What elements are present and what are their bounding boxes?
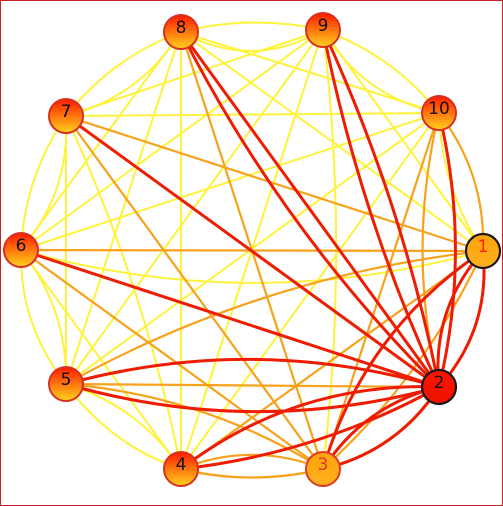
node-2-label: 2 bbox=[434, 373, 445, 393]
node-2[interactable]: 2 bbox=[420, 368, 458, 406]
edge-3-5 bbox=[64, 382, 325, 471]
edge-1-6 bbox=[20, 249, 484, 284]
node-3-circle[interactable] bbox=[305, 451, 341, 487]
edge-3-9 bbox=[322, 29, 338, 470]
node-4-label: 4 bbox=[176, 455, 187, 475]
edge-8-9 bbox=[180, 21, 324, 33]
node-5[interactable]: 5 bbox=[48, 366, 84, 402]
node-7[interactable]: 7 bbox=[48, 98, 84, 134]
nodes-layer: 1 2 3 4 5 6 7 8 9 10 bbox=[3, 12, 502, 487]
node-7-label: 7 bbox=[61, 102, 72, 122]
edge-5-6 bbox=[19, 249, 67, 385]
edge-2-8 bbox=[179, 30, 441, 389]
node-6-circle[interactable] bbox=[3, 232, 39, 268]
edge-2-7 bbox=[64, 114, 441, 389]
edge-7-8 bbox=[65, 31, 182, 117]
node-10-label: 10 bbox=[428, 99, 450, 119]
edge-7-8 bbox=[65, 31, 182, 117]
edge-3-6 bbox=[19, 248, 325, 471]
node-4-circle[interactable] bbox=[163, 451, 199, 487]
edge-6-7 bbox=[20, 115, 68, 251]
edge-4-7 bbox=[65, 115, 182, 470]
edge-2-5 bbox=[64, 357, 441, 389]
node-4[interactable]: 4 bbox=[163, 451, 199, 487]
node-8-circle[interactable] bbox=[163, 14, 199, 50]
node-1-circle[interactable] bbox=[464, 232, 502, 270]
node-3-label: 3 bbox=[318, 455, 329, 475]
edge-5-6 bbox=[20, 249, 68, 385]
node-9[interactable]: 9 bbox=[305, 12, 341, 48]
edges-layer bbox=[19, 21, 486, 479]
node-5-circle[interactable] bbox=[48, 366, 84, 402]
edge-2-6 bbox=[19, 248, 441, 389]
node-2-circle[interactable] bbox=[420, 368, 458, 406]
edge-8-9 bbox=[180, 29, 324, 52]
edge-6-9 bbox=[20, 29, 324, 251]
edge-2-5 bbox=[64, 382, 441, 414]
node-1[interactable]: 1 bbox=[464, 232, 502, 270]
node-9-circle[interactable] bbox=[305, 12, 341, 48]
node-9-label: 9 bbox=[318, 16, 329, 36]
edge-5-8 bbox=[65, 31, 182, 385]
node-10-circle[interactable] bbox=[421, 95, 457, 131]
node-6-label: 6 bbox=[16, 236, 27, 256]
node-6[interactable]: 6 bbox=[3, 232, 39, 268]
node-3[interactable]: 3 bbox=[305, 451, 341, 487]
edge-2-8 bbox=[179, 30, 441, 389]
edge-1-7 bbox=[64, 114, 485, 253]
edge-2-10 bbox=[437, 111, 457, 389]
node-7-circle[interactable] bbox=[48, 98, 84, 134]
edge-2-9 bbox=[321, 28, 441, 389]
node-1-label: 1 bbox=[478, 237, 489, 257]
edge-1-10 bbox=[437, 111, 485, 253]
edge-7-10 bbox=[65, 112, 440, 117]
edge-1-10 bbox=[438, 112, 484, 252]
edge-4-10 bbox=[180, 112, 440, 470]
edge-3-7 bbox=[64, 114, 325, 471]
node-5-label: 5 bbox=[61, 370, 72, 390]
edge-2-9 bbox=[321, 28, 441, 389]
node-10[interactable]: 10 bbox=[421, 95, 457, 131]
edge-3-4 bbox=[179, 467, 325, 479]
edge-2-4 bbox=[179, 385, 441, 471]
node-8-label: 8 bbox=[176, 18, 187, 38]
edge-5-9 bbox=[65, 29, 324, 385]
node-8[interactable]: 8 bbox=[163, 14, 199, 50]
edge-2-4 bbox=[179, 385, 441, 471]
